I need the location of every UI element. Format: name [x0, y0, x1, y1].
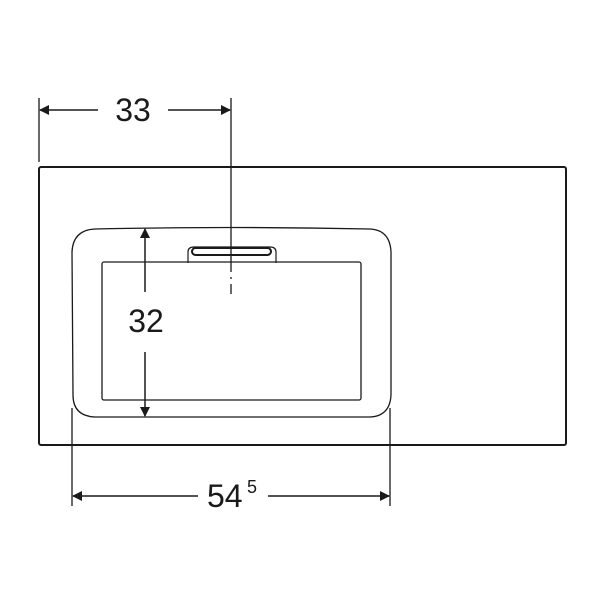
dimension-label-54: 54 — [207, 478, 243, 514]
dimension-label-33: 33 — [115, 92, 151, 128]
dimension-label-54-superscript: 5 — [247, 477, 257, 497]
basin-outer-outline — [71, 226, 392, 418]
dimension-label-32: 32 — [128, 303, 164, 339]
countertop-outline — [38, 166, 567, 446]
